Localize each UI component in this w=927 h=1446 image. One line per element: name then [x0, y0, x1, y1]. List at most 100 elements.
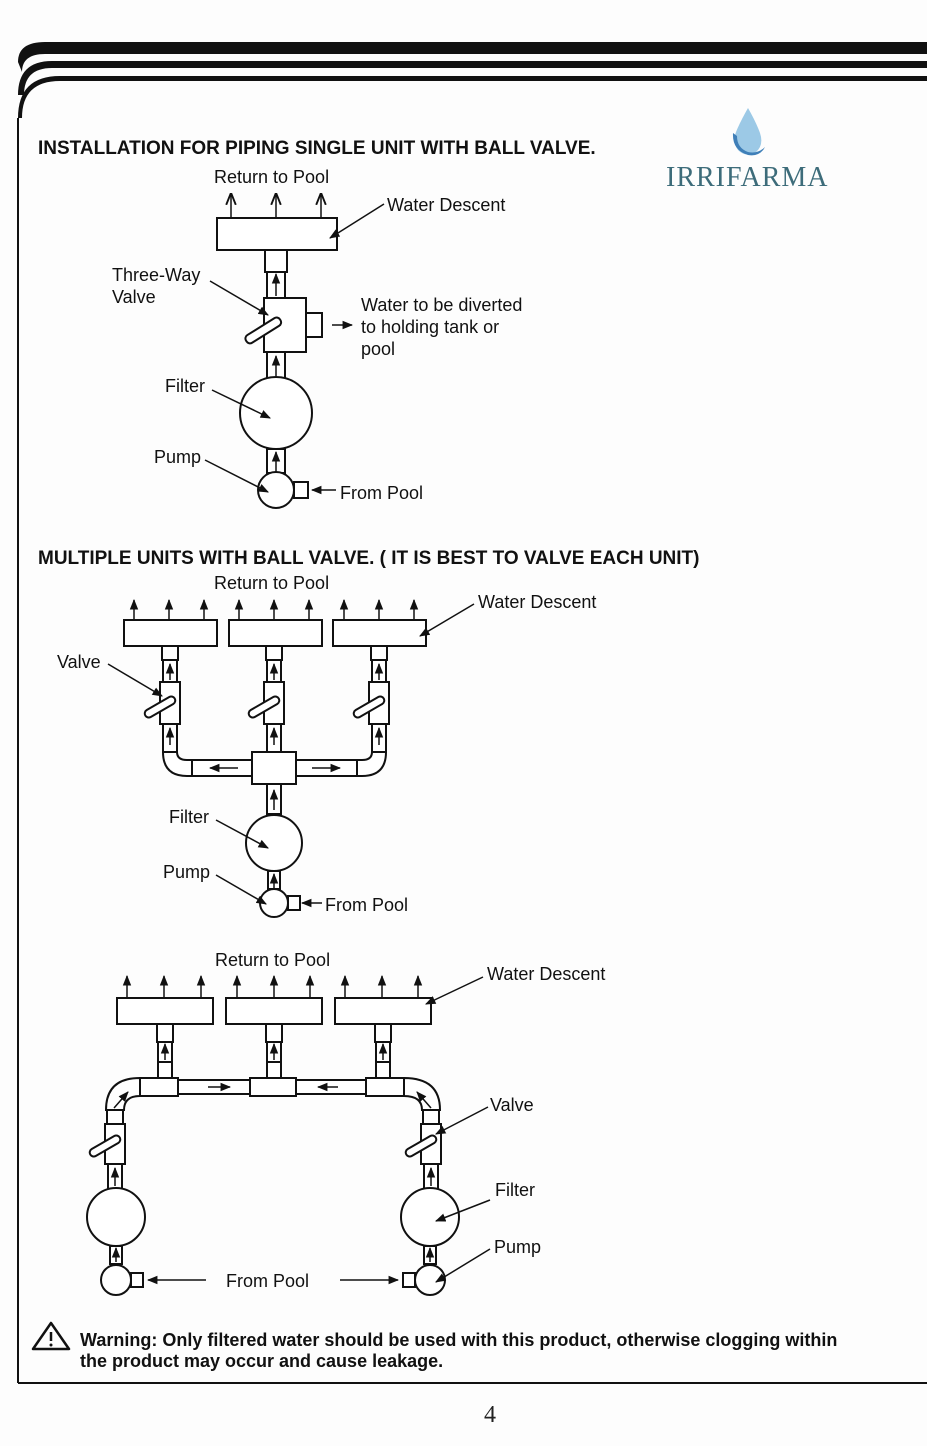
flow-arrow: [113, 1091, 129, 1109]
valve-label: Valve: [57, 652, 101, 672]
valve-handle: [247, 695, 281, 719]
filter: [245, 814, 303, 872]
column-left: [86, 1109, 206, 1296]
filter: [239, 376, 313, 450]
pump-inlet: [293, 481, 309, 499]
tee-fitting: [139, 1077, 179, 1097]
return-to-pool-label: Return to Pool: [214, 573, 329, 593]
pipe-segment: [156, 1023, 174, 1043]
pipe-elbow: [104, 1076, 141, 1111]
brand-name: IRRIFARMA: [666, 162, 829, 193]
pump-label: Pump: [163, 862, 210, 882]
water-drop-icon: [732, 108, 765, 156]
leader-line: [204, 459, 269, 493]
pipe-segment: [265, 645, 283, 661]
leader-line: [435, 1248, 491, 1283]
valve-outlet: [305, 312, 323, 338]
flow-arrow: [416, 1091, 432, 1109]
filter: [86, 1187, 146, 1247]
warning-triangle-icon: [31, 1321, 71, 1351]
leader-line: [435, 1106, 489, 1135]
pump-inlet: [130, 1272, 144, 1288]
brand-logo: IRRIFARMA: [666, 108, 829, 193]
valve-handle: [143, 695, 177, 719]
pipe-segment: [157, 1061, 173, 1079]
pipe-elbow: [356, 751, 388, 777]
filter: [400, 1187, 460, 1247]
leader-line: [425, 976, 484, 1005]
water-descent-unit: [225, 997, 323, 1025]
three-way-label: Valve: [112, 287, 156, 307]
valve-label: Valve: [490, 1095, 534, 1115]
valve-handle: [88, 1134, 122, 1158]
valve-handle: [352, 695, 386, 719]
diverted-label: pool: [361, 339, 395, 359]
valve-handle: [244, 316, 283, 345]
water-descent-unit: [123, 619, 218, 647]
section2-heading: MULTIPLE UNITS WITH BALL VALVE. ( IT IS …: [38, 548, 699, 569]
leader-line: [419, 603, 475, 637]
section-dual-pump: Return to Pool Water Descent: [86, 950, 605, 1296]
pipe-segment: [106, 1109, 124, 1125]
from-pool-label: From Pool: [340, 483, 423, 503]
page-number: 4: [484, 1402, 496, 1428]
pipe-segment: [265, 1023, 283, 1043]
column-right: [340, 1109, 460, 1296]
pipe-elbow: [161, 751, 193, 777]
cross-fitting: [251, 751, 297, 785]
pump-label: Pump: [154, 447, 201, 467]
pipe-segment: [264, 249, 288, 273]
water-descent-unit: [116, 997, 214, 1025]
return-arrows: [129, 598, 419, 620]
valve-handle: [404, 1134, 438, 1158]
water-descent-unit: [332, 619, 427, 647]
water-descent-unit: [228, 619, 323, 647]
leader-line: [107, 663, 163, 697]
water-descent-unit: [334, 997, 432, 1025]
diverted-label: to holding tank or: [361, 317, 499, 337]
filter-label: Filter: [495, 1180, 535, 1200]
tee-fitting: [365, 1077, 405, 1097]
return-to-pool-label: Return to Pool: [215, 950, 330, 970]
diverted-label: Water to be diverted: [361, 295, 522, 315]
leader-line: [215, 819, 269, 849]
warning-note: Warning: Only filtered water should be u…: [31, 1321, 837, 1371]
pipe-segment: [266, 1061, 282, 1079]
warning-text-line1: Warning: Only filtered water should be u…: [80, 1330, 837, 1350]
pipe-segment: [375, 1061, 391, 1079]
pump-label: Pump: [494, 1237, 541, 1257]
pipe-segment: [161, 645, 179, 661]
leader-line: [215, 874, 267, 905]
tee-fitting: [249, 1077, 297, 1097]
header-manifold: [104, 1061, 442, 1111]
header-decoration: [17, 42, 927, 1384]
pipe-elbow: [403, 1076, 442, 1111]
warning-text-line2: the product may occur and cause leakage.: [80, 1351, 443, 1371]
from-pool-label: From Pool: [226, 1271, 309, 1291]
pump-inlet: [402, 1272, 416, 1288]
return-arrows: [122, 974, 423, 998]
three-way-label: Three-Way: [112, 265, 200, 285]
water-descent-label: Water Descent: [487, 964, 605, 984]
section1-heading: INSTALLATION FOR PIPING SINGLE UNIT WITH…: [38, 138, 596, 159]
branch-center: [247, 645, 285, 753]
water-descent-label: Water Descent: [387, 195, 505, 215]
leader-line: [211, 389, 271, 419]
water-descent-unit: [216, 217, 338, 251]
water-descent-label: Water Descent: [478, 592, 596, 612]
section-multiple-units: MULTIPLE UNITS WITH BALL VALVE. ( IT IS …: [38, 548, 699, 918]
filter-label: Filter: [169, 807, 209, 827]
pump-inlet: [287, 895, 301, 911]
pipe-segment: [422, 1109, 440, 1125]
section-single-unit: INSTALLATION FOR PIPING SINGLE UNIT WITH…: [38, 138, 596, 509]
leader-line: [435, 1199, 491, 1222]
from-pool-label: From Pool: [325, 895, 408, 915]
pump: [100, 1264, 132, 1296]
pipe-segment: [370, 645, 388, 661]
branch-right: [352, 645, 390, 777]
pipe-segment: [374, 1023, 392, 1043]
leader-line: [329, 203, 385, 239]
leader-line: [209, 280, 269, 316]
